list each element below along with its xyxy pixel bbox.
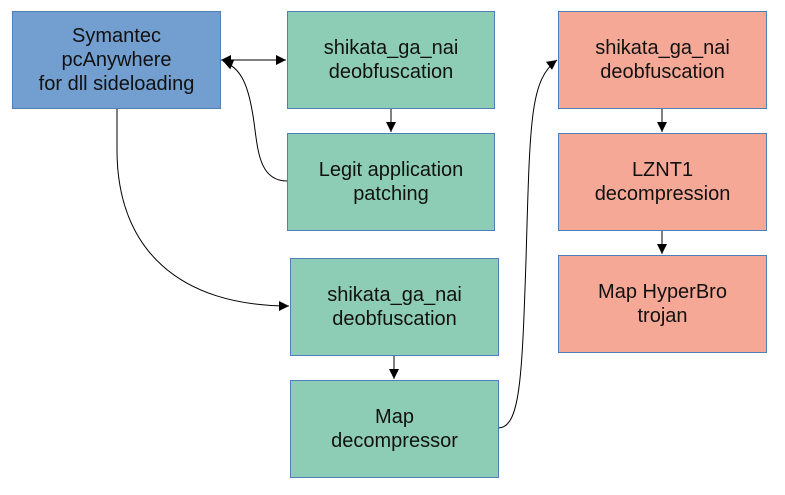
node-label: Legit application patching — [318, 159, 464, 205]
node-label: Map HyperBro trojan — [598, 281, 727, 327]
edge-n3-n1 — [222, 60, 288, 182]
node-label: shikata_ga_nai deobfuscation — [327, 284, 462, 330]
node-label: LZNT1 decompression — [594, 159, 731, 205]
node-shikata-deobfuscation-2: shikata_ga_nai deobfuscation — [290, 258, 499, 356]
node-map-decompressor: Map decompressor — [290, 380, 499, 478]
node-map-hyperbro-trojan: Map HyperBro trojan — [558, 255, 767, 353]
node-shikata-deobfuscation-1: shikata_ga_nai deobfuscation — [287, 11, 495, 109]
node-legit-app-patching: Legit application patching — [287, 133, 495, 231]
node-label: Symantec pcAnywhere for dll sideloading — [38, 25, 195, 95]
node-label: shikata_ga_nai deobfuscation — [595, 37, 730, 83]
edge-n5-n6 — [497, 59, 558, 429]
node-shikata-deobfuscation-3: shikata_ga_nai deobfuscation — [558, 11, 767, 109]
node-label: Map decompressor — [331, 406, 458, 452]
node-label: shikata_ga_nai deobfuscation — [323, 37, 459, 83]
edge-n1-n4 — [116, 108, 290, 311]
node-pcanywhere-sideloading: Symantec pcAnywhere for dll sideloading — [12, 11, 221, 109]
node-lznt1-decompression: LZNT1 decompression — [558, 133, 767, 231]
